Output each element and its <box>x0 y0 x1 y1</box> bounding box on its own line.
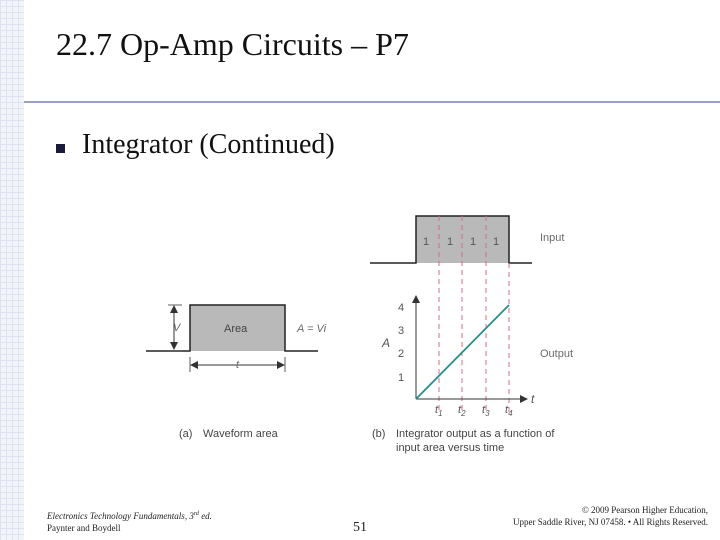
figure-a-caption: Waveform area <box>203 428 279 440</box>
slide-title: 22.7 Op-Amp Circuits – P7 <box>56 26 409 62</box>
title-divider <box>24 101 720 103</box>
figure-b-tag: (b) <box>372 428 385 440</box>
input-label: Input <box>540 232 564 244</box>
t-dimension-label: t <box>236 359 240 371</box>
copyright-line-1: © 2009 Pearson Higher Education, <box>581 505 708 515</box>
t3-label: t3 <box>482 404 490 418</box>
figure-b-caption-line2: input area versus time <box>396 442 504 454</box>
footer-citation: Electronics Technology Fundamentals, 3rd… <box>47 508 212 534</box>
y-tick-3: 3 <box>398 325 404 337</box>
area-equation-label: A = Vi <box>296 323 327 335</box>
t2-label: t2 <box>458 404 466 418</box>
footer-authors: Paynter and Boydell <box>47 523 121 533</box>
page-number: 51 <box>353 520 367 535</box>
area-rectangle <box>190 305 285 351</box>
decorative-sidebar <box>0 0 24 540</box>
bullet-text: Integrator (Continued) <box>82 129 335 160</box>
t1-label: t1 <box>435 404 443 418</box>
pulse-value-4: 1 <box>493 236 499 248</box>
footer-book-title: Electronics Technology Fundamentals, 3rd… <box>47 511 212 521</box>
y-tick-2: 2 <box>398 348 404 360</box>
y-tick-4: 4 <box>398 302 404 314</box>
v-label: V <box>173 322 182 334</box>
pulse-value-1: 1 <box>423 236 429 248</box>
waveform-pulse <box>146 304 318 352</box>
figure-b-integrator: 1 1 1 1 Input 1 2 3 4 A Output t1 t2 t3 … <box>370 215 573 454</box>
pulse-value-3: 1 <box>470 236 476 248</box>
copyright-line-2: Upper Saddle River, NJ 07458. • All Righ… <box>512 517 708 527</box>
footer-copyright: © 2009 Pearson Higher Education, Upper S… <box>513 504 708 528</box>
output-label: Output <box>540 348 573 360</box>
integrator-output-ramp <box>415 304 510 400</box>
pulse-value-2: 1 <box>447 236 453 248</box>
area-label: Area <box>224 323 248 335</box>
t-axis-label: t <box>531 392 535 406</box>
figure-b-caption-line1: Integrator output as a function of <box>396 428 555 440</box>
t4-label: t4 <box>505 404 513 418</box>
figure-a-tag: (a) <box>179 428 192 440</box>
y-axis-label: A <box>381 336 390 350</box>
figure-a-waveform: V Area A = Vi t (a) Waveform area <box>146 304 327 440</box>
y-tick-1: 1 <box>398 372 404 384</box>
bullet-square-icon <box>56 144 65 153</box>
